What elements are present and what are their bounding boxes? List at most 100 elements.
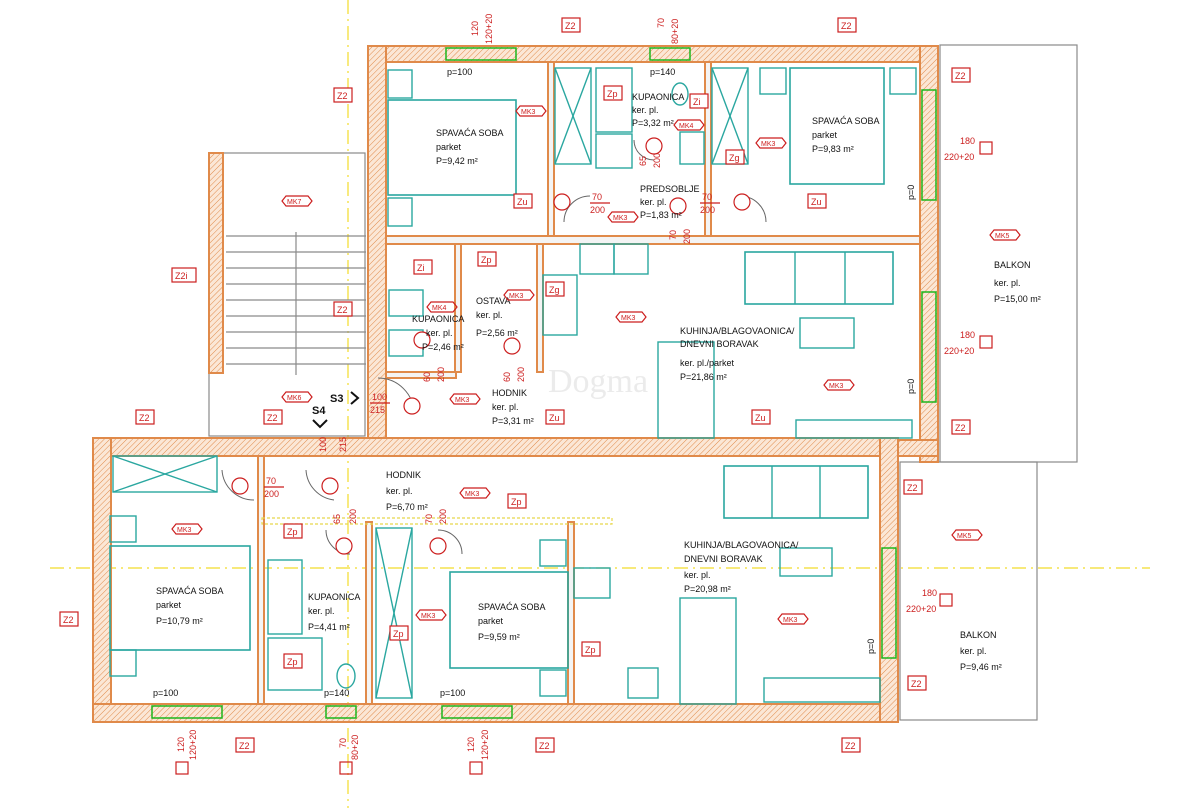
- s3-arrow-icon: [350, 391, 360, 405]
- fixtures: [109, 67, 917, 705]
- room-label-hall1: PREDSOBLJE ker. pl. P=1,83 m²: [640, 184, 700, 220]
- svg-text:MK3: MK3: [783, 617, 798, 624]
- svg-text:Zg: Zg: [549, 285, 560, 295]
- svg-text:MK3: MK3: [761, 141, 776, 148]
- svg-text:MK6: MK6: [287, 395, 302, 402]
- svg-text:Zp: Zp: [585, 645, 596, 655]
- finish-tag: MK5: [989, 229, 1021, 241]
- room-label-hall3: HODNIK ker. pl. P=6,70 m²: [386, 470, 428, 512]
- door-swing: [305, 469, 335, 501]
- svg-text:P=3,31 m²: P=3,31 m²: [492, 416, 534, 426]
- wall-tag: Zp: [603, 85, 623, 101]
- door-dimension: 70: [424, 514, 434, 524]
- room-label-kitchen2: KUHINJA/BLAGOVAONICA/ DNEVNI BORAVAK ker…: [684, 540, 799, 594]
- wall-tag: Z2: [235, 737, 255, 753]
- ceiling-light-icon: [669, 197, 687, 215]
- svg-text:parket: parket: [436, 142, 462, 152]
- finish-tag: MK4: [426, 301, 458, 313]
- svg-text:P=3,32 m²: P=3,32 m²: [632, 118, 674, 128]
- svg-text:SPAVAĆA SOBA: SPAVAĆA SOBA: [156, 586, 224, 596]
- sill-height: p=0: [906, 185, 916, 200]
- room-label-bed4: SPAVAĆA SOBA parket P=9,59 m²: [478, 602, 546, 642]
- room-label-bed3: SPAVAĆA SOBA parket P=10,79 m²: [156, 586, 224, 626]
- door-dimension: 200: [652, 153, 662, 168]
- svg-text:MK3: MK3: [465, 491, 480, 498]
- wall-tag: Z2: [951, 419, 971, 435]
- svg-text:P=9,46 m²: P=9,46 m²: [960, 662, 1002, 672]
- wall-tag: Zu: [545, 409, 565, 425]
- svg-text:ker. pl.: ker. pl.: [386, 486, 413, 496]
- room-label-kitchen1: KUHINJA/BLAGOVAONICA/ DNEVNI BORAVAK ker…: [680, 326, 795, 382]
- door-dimension: 215: [338, 437, 348, 452]
- svg-text:ker. pl.: ker. pl.: [308, 606, 335, 616]
- finish-tag: MK3: [755, 137, 787, 149]
- finish-tag: MK3: [823, 379, 855, 391]
- svg-text:Zp: Zp: [511, 497, 522, 507]
- svg-text:180: 180: [922, 588, 937, 598]
- finish-tags: MK3MK4MK3MK3MK7MK4MK3MK3MK3MK3MK6MK5MK3M…: [171, 105, 1021, 625]
- wall-tag: Zp: [389, 625, 409, 641]
- wall-tag: Zp: [581, 641, 601, 657]
- svg-text:ker. pl.: ker. pl.: [684, 570, 711, 580]
- svg-text:MK4: MK4: [432, 305, 447, 312]
- svg-text:Zu: Zu: [755, 413, 766, 423]
- wall-tag: Z2: [561, 17, 581, 33]
- wall-tag: Zp: [283, 653, 303, 669]
- window-tag-box: [469, 761, 483, 775]
- svg-text:P=2,56 m²: P=2,56 m²: [476, 328, 518, 338]
- svg-text:HODNIK: HODNIK: [492, 388, 527, 398]
- svg-text:Z2: Z2: [841, 21, 852, 31]
- stairwell: [208, 152, 366, 437]
- svg-text:Zg: Zg: [729, 153, 740, 163]
- ceiling-light-icon: [413, 331, 431, 349]
- svg-text:100: 100: [372, 392, 387, 402]
- room-label-bed1: SPAVAĆA SOBA parket P=9,42 m²: [436, 128, 504, 166]
- svg-text:Z2: Z2: [845, 741, 856, 751]
- window-width: 70: [338, 738, 348, 748]
- door-dimension: 65: [332, 514, 342, 524]
- svg-text:ker. pl.: ker. pl.: [960, 646, 987, 656]
- room-label-bath1: KUPAONICA ker. pl. P=3,32 m²: [632, 92, 684, 128]
- svg-text:P=15,00 m²: P=15,00 m²: [994, 294, 1041, 304]
- svg-text:220+20: 220+20: [906, 604, 936, 614]
- window-width: 80+20: [670, 19, 680, 44]
- svg-text:ker. pl.: ker. pl.: [632, 105, 659, 115]
- wall-tag: Zg: [725, 149, 745, 165]
- wall-tag: Z2i: [171, 267, 197, 283]
- svg-text:OSTAVA: OSTAVA: [476, 296, 511, 306]
- svg-text:DNEVNI BORAVAK: DNEVNI BORAVAK: [680, 339, 759, 349]
- svg-text:KUPAONICA: KUPAONICA: [412, 314, 464, 324]
- svg-text:200: 200: [590, 205, 605, 215]
- door-dimension: 60: [502, 372, 512, 382]
- svg-text:ker. pl.: ker. pl.: [476, 310, 503, 320]
- room-label-balcony2: BALKON ker. pl. P=9,46 m²: [960, 630, 1002, 672]
- svg-text:Zp: Zp: [287, 527, 298, 537]
- svg-text:Zu: Zu: [517, 197, 528, 207]
- window-width: 70: [656, 18, 666, 28]
- window-tag-box: [339, 761, 353, 775]
- ceiling-lights: [231, 137, 751, 555]
- svg-text:KUPAONICA: KUPAONICA: [632, 92, 684, 102]
- svg-text:Zp: Zp: [607, 89, 618, 99]
- sill-height: p=140: [650, 67, 675, 77]
- wall-tag: Z2: [333, 301, 353, 317]
- wall-tag: Z2: [837, 17, 857, 33]
- finish-tag: MK3: [607, 211, 639, 223]
- svg-text:Zp: Zp: [481, 255, 492, 265]
- window-width: 120+20: [188, 730, 198, 760]
- window-width: 120: [466, 737, 476, 752]
- svg-text:Zi: Zi: [693, 97, 701, 107]
- door-dimension: 65: [638, 156, 648, 166]
- svg-text:Zp: Zp: [287, 657, 298, 667]
- svg-text:70: 70: [266, 476, 276, 486]
- svg-text:Z2: Z2: [337, 91, 348, 101]
- wall-tag: Z2: [907, 675, 927, 691]
- sill-height: p=100: [153, 688, 178, 698]
- door-swing: [633, 139, 655, 161]
